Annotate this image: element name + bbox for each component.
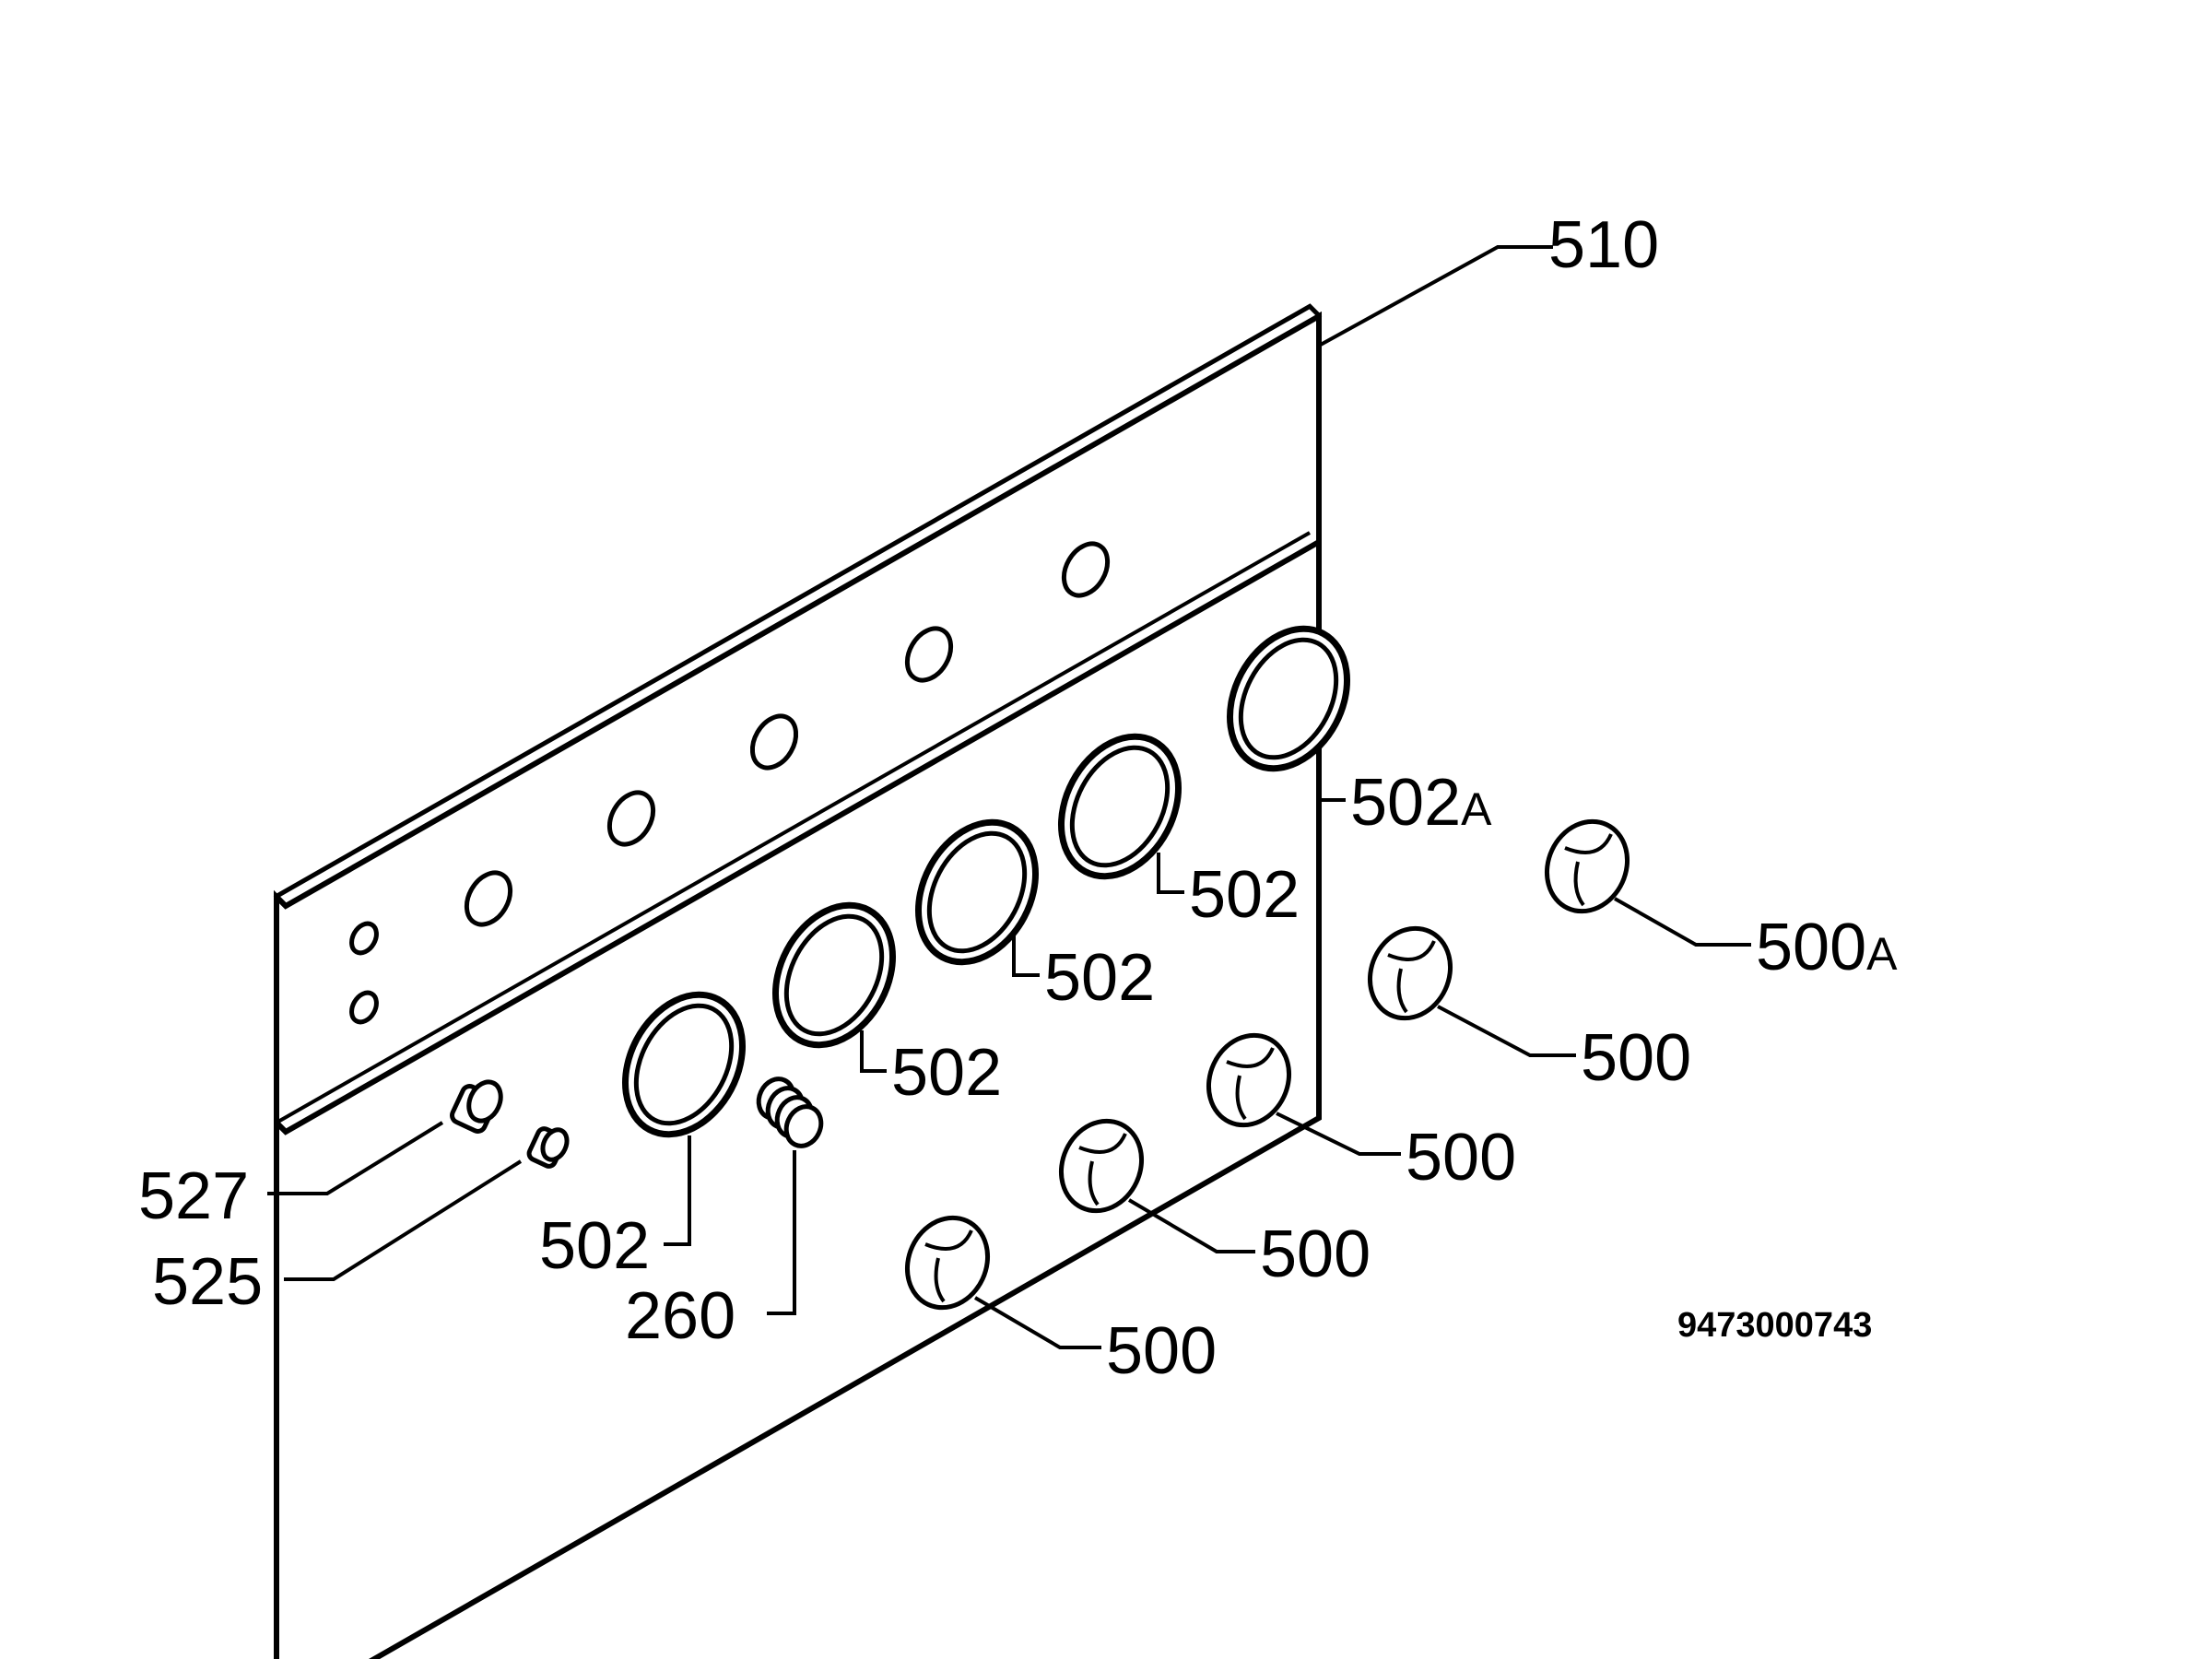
label-ring-2: 502 [1189,858,1300,932]
control-knobs [904,818,1630,1311]
control-knob [1367,925,1453,1021]
label-knob-5: 500 [1106,1314,1217,1388]
label-ring-5: 502 [539,1209,650,1283]
label-ring-1: 502A [1350,766,1492,840]
trim-ring [914,818,1040,966]
bushings [450,1079,570,1169]
callout-labels: 510 502A 502 502 502 502 500A 500 500 50… [138,208,1898,1388]
control-knob [1544,818,1630,914]
label-knob-2: 500 [1581,1021,1691,1095]
label-knob-1: 500A [1756,911,1898,984]
trim-ring [621,991,747,1138]
label-panel: 510 [1548,208,1659,282]
control-knob [904,1215,991,1311]
label-ring-3: 502 [1044,941,1155,1015]
label-knob-4: 500 [1260,1218,1371,1291]
label-bushing-large: 527 [138,1159,249,1233]
label-ring-4: 502 [891,1036,1002,1110]
trim-ring [1057,733,1182,880]
trim-ring [1226,625,1351,772]
control-knob [1058,1118,1145,1214]
control-knob [1206,1032,1292,1128]
trim-rings [621,625,1351,1138]
label-knob-3: 500 [1406,1121,1516,1194]
trim-ring [771,901,897,1049]
bushing-small [526,1126,570,1169]
spring [756,1077,824,1148]
label-bushing-small: 525 [152,1245,263,1319]
leader-lines [267,245,1751,1349]
reference-number: 9473000743 [1677,1306,1872,1345]
panel-holes [349,541,1111,1025]
label-spring: 260 [625,1279,735,1353]
bushing-large [450,1079,503,1134]
